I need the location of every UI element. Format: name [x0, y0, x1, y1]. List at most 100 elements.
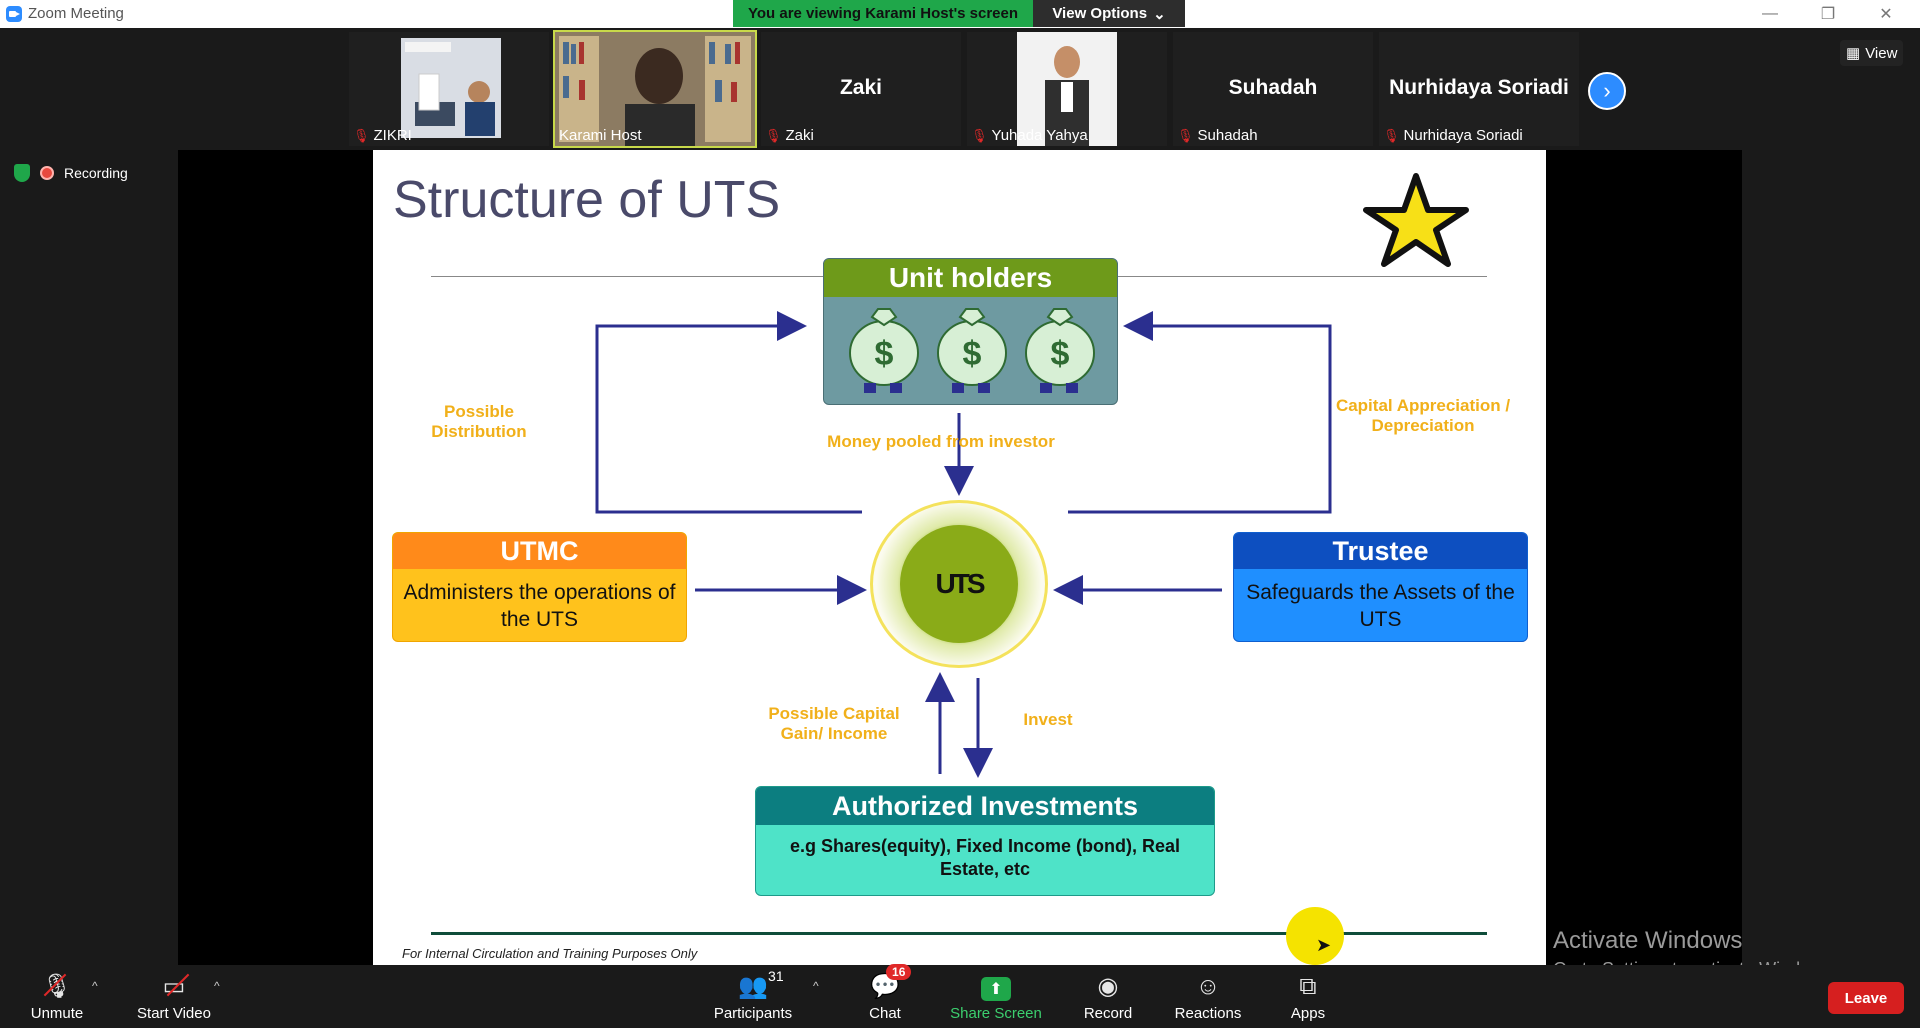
view-options-label: View Options	[1052, 5, 1148, 22]
svg-text:$: $	[1050, 335, 1069, 373]
participants-label: Participants	[713, 1005, 793, 1022]
meeting-toolbar: 🎙 Unmute ^ ▭ Start Video ^ 👥31 Participa…	[0, 964, 1920, 1028]
chat-badge: 16	[886, 964, 912, 980]
grid-icon: ▦	[1846, 45, 1861, 62]
participants-icon: 👥31	[738, 968, 784, 1000]
share-screen-button[interactable]: ⬆ Share Screen	[948, 965, 1044, 1028]
view-options-button[interactable]: View Options ⌄	[1033, 0, 1185, 27]
money-bags-illustration: $ $ $	[824, 301, 1117, 397]
participant-tile[interactable]: Nurhidaya Soriadi 🎙 Nurhidaya Soriadi	[1379, 32, 1579, 146]
participant-name: 🎙 ZIKRI	[353, 127, 412, 144]
apps-icon: ⧉	[1299, 973, 1317, 1000]
utmc-box: UTMC Administers the operations of the U…	[392, 532, 687, 642]
slide-title: Structure of UTS	[393, 171, 781, 229]
participant-tile[interactable]: Zaki 🎙 Zaki	[761, 32, 961, 146]
record-icon: ◉	[1097, 973, 1119, 1000]
view-layout-button[interactable]: ▦ View	[1840, 40, 1904, 66]
label-possible-capital-gain: Possible Capital Gain/ Income	[768, 704, 900, 743]
start-video-label: Start Video	[137, 1005, 211, 1022]
close-icon[interactable]: ✕	[1879, 6, 1893, 23]
title-bar: Zoom Meeting You are viewing Karami Host…	[0, 0, 1920, 28]
participant-display-name: Suhadah	[1228, 76, 1318, 99]
participant-display-name: Zaki	[839, 76, 883, 99]
star-icon	[1363, 173, 1469, 267]
authorized-investments-title: Authorized Investments	[756, 787, 1214, 825]
chevron-right-icon: ›	[1603, 78, 1611, 103]
unmute-label: Unmute	[30, 1005, 84, 1022]
view-layout-label: View	[1865, 44, 1898, 62]
participants-caret-icon[interactable]: ^	[813, 979, 819, 993]
zoom-logo-icon	[6, 6, 22, 22]
money-bag-icon: $	[848, 308, 919, 393]
smiley-icon: ☺	[1195, 973, 1221, 1000]
recording-label: Recording	[64, 165, 128, 181]
participant-tile[interactable]: Suhadah 🎙 Suhadah	[1173, 32, 1373, 146]
activate-windows-title: Activate Windows	[1553, 927, 1743, 954]
window-title: Zoom Meeting	[28, 5, 124, 22]
participant-tile[interactable]: 🎙 Yuhada Yahya	[967, 32, 1167, 146]
participant-name: 🎙 Nurhidaya Soriadi	[1383, 127, 1523, 144]
reactions-label: Reactions	[1174, 1005, 1242, 1022]
next-page-button[interactable]: ›	[1588, 72, 1626, 110]
mic-muted-icon: 🎙	[353, 127, 370, 143]
slide-footer: For Internal Circulation and Training Pu…	[402, 946, 698, 961]
authorized-investments-box: Authorized Investments e.g Shares(equity…	[755, 786, 1215, 896]
start-video-button[interactable]: ▭ Start Video	[130, 965, 218, 1028]
unit-holders-title: Unit holders	[824, 259, 1117, 297]
reactions-button[interactable]: ☺ Reactions	[1172, 965, 1244, 1028]
apps-label: Apps	[1290, 1005, 1326, 1022]
restore-icon[interactable]: ❐	[1820, 6, 1836, 23]
participants-count: 31	[768, 968, 784, 984]
participant-name: 🎙 Suhadah	[1177, 127, 1258, 144]
cursor-highlight	[1286, 907, 1344, 965]
participant-name: 🎙 Zaki	[765, 127, 814, 144]
share-screen-icon: ⬆	[981, 977, 1011, 1001]
money-bag-icon: $	[1024, 308, 1095, 393]
participant-tile[interactable]: 🎙 ZIKRI	[349, 32, 549, 146]
uts-center-circle: UTS	[870, 500, 1048, 668]
microphone-muted-icon: 🎙	[41, 973, 73, 1000]
record-button[interactable]: ◉ Record	[1080, 965, 1136, 1028]
utmc-title: UTMC	[393, 533, 686, 569]
label-possible-distribution: Possible Distribution	[431, 402, 527, 441]
chat-label: Chat	[869, 1005, 901, 1022]
participants-button[interactable]: 👥31 Participants	[712, 965, 794, 1028]
recording-indicator: Recording	[14, 164, 128, 182]
participant-display-name: Nurhidaya Soriadi	[1389, 76, 1569, 99]
trustee-description: Safeguards the Assets of the UTS	[1246, 581, 1515, 631]
unmute-button[interactable]: 🎙 Unmute	[22, 965, 92, 1028]
share-screen-label: Share Screen	[950, 1005, 1042, 1022]
participant-video	[401, 38, 501, 138]
chat-button[interactable]: 💬16 Chat	[860, 964, 912, 1028]
video-options-caret-icon[interactable]: ^	[214, 979, 220, 993]
participants-strip: 🎙 ZIKRI Karami Host Zaki 🎙 Zaki	[349, 30, 1589, 148]
apps-button[interactable]: ⧉ Apps	[1284, 965, 1332, 1028]
utmc-description: Administers the operations of the UTS	[403, 581, 676, 631]
unit-holders-box: Unit holders $ $ $	[823, 258, 1118, 405]
trustee-title: Trustee	[1234, 533, 1527, 569]
mic-muted-icon: 🎙	[1177, 127, 1194, 143]
video-off-icon: ▭	[163, 972, 189, 1001]
audio-options-caret-icon[interactable]: ^	[92, 979, 98, 993]
participant-name: 🎙 Yuhada Yahya	[971, 127, 1088, 144]
minimize-icon[interactable]: —	[1762, 5, 1778, 22]
uts-center-label: UTS	[900, 525, 1018, 643]
participant-name: Karami Host	[559, 127, 642, 144]
viewing-banner: You are viewing Karami Host's screen	[733, 0, 1033, 27]
mic-muted-icon: 🎙	[765, 127, 782, 143]
participant-video	[967, 32, 1167, 146]
mic-muted-icon: 🎙	[971, 127, 988, 143]
participant-video	[555, 32, 755, 146]
flow-arrows	[595, 311, 1332, 778]
leave-button[interactable]: Leave	[1828, 982, 1904, 1014]
chevron-down-icon: ⌄	[1153, 5, 1166, 23]
trustee-box: Trustee Safeguards the Assets of the UTS	[1233, 532, 1528, 642]
record-label: Record	[1083, 1005, 1133, 1022]
mic-muted-icon: 🎙	[1383, 127, 1400, 143]
label-money-pooled: Money pooled from investor	[827, 432, 1055, 451]
chat-icon: 💬16	[870, 964, 912, 1001]
svg-text:$: $	[962, 335, 981, 373]
mouse-pointer-icon: ➤	[1316, 935, 1332, 955]
label-invest: Invest	[1023, 710, 1073, 729]
participant-tile-active-speaker[interactable]: Karami Host	[553, 30, 757, 148]
